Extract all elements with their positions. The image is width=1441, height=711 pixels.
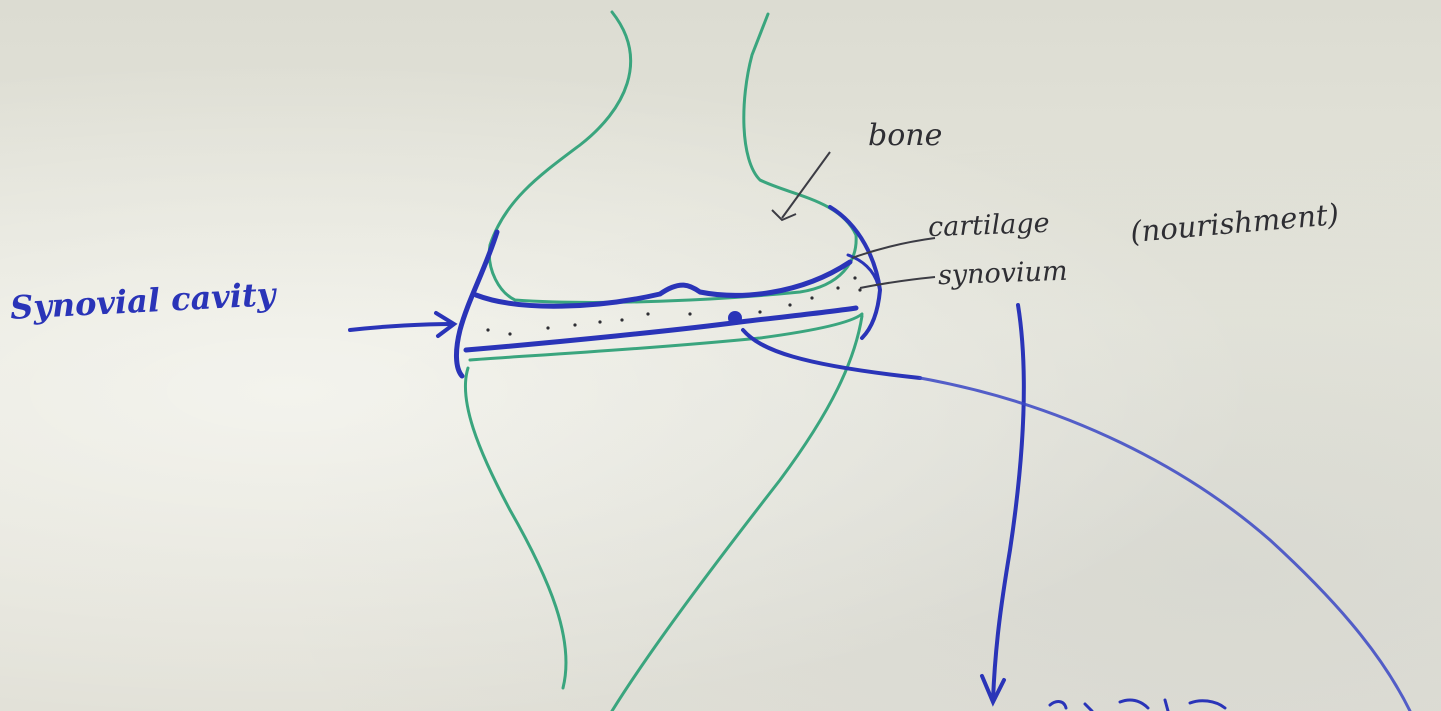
lower-bone-outline xyxy=(470,314,862,360)
lower-bone-left-edge xyxy=(465,368,566,688)
membrane-junction-dot xyxy=(728,311,742,325)
lower-bone-right-edge xyxy=(612,316,862,711)
synovium-pointer-line xyxy=(860,277,935,288)
label-synovium: synovium xyxy=(937,256,1068,292)
capsule-left-wall xyxy=(456,232,497,376)
bone-pointer-line xyxy=(782,152,830,218)
synovium-down-arrow xyxy=(993,305,1024,700)
lower-membrane xyxy=(466,308,856,350)
label-cartilage: cartilage xyxy=(927,208,1050,243)
synovial-cavity-arrow xyxy=(350,324,452,330)
cut-off-writing xyxy=(1050,700,1225,711)
upper-bone-outline xyxy=(489,12,856,302)
label-bone: bone xyxy=(868,118,942,153)
